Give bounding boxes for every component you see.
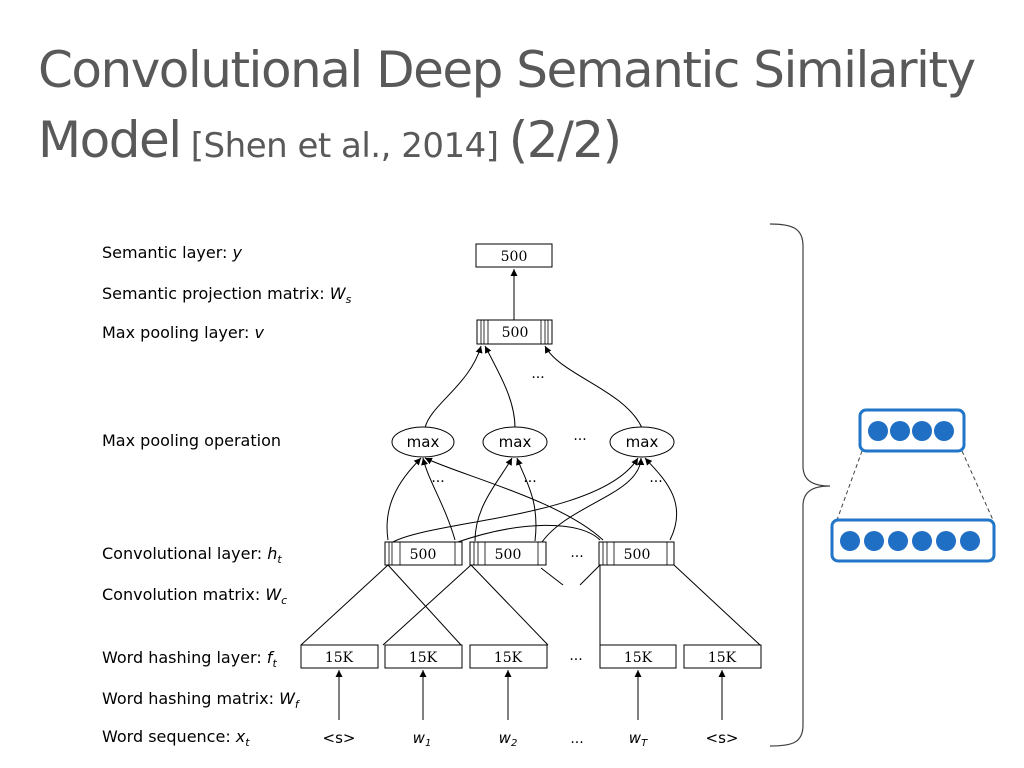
svg-text:15K: 15K [325,650,354,666]
hash-box-3: 15K [469,644,548,669]
page-title: Convolutional Deep Semantic Similarity M… [38,38,976,178]
curly-brace-icon [769,223,831,747]
title-part: (2/2) [508,111,622,169]
title-citation: [Shen et al., 2014] [190,126,499,166]
max-op-3: max [609,426,675,458]
conv-box-2: 500 [469,541,547,566]
hash-box-5: 15K [683,644,762,669]
svg-text:15K: 15K [409,650,438,666]
svg-text:15K: 15K [708,650,737,666]
svg-text:max: max [626,433,659,451]
label-convolutional-layer: Convolutional layer: ht [102,544,282,567]
word-w1: w1 [413,729,432,749]
svg-text:max: max [499,433,532,451]
word-end-token: <s> [706,729,739,747]
conv-box-1: 500 [384,541,463,566]
ellipsis-conv-2: ... [523,470,536,486]
label-word-hashing-matrix: Word hashing matrix: Wf [102,689,299,712]
max-op-1: max [391,426,455,458]
ellipsis-hash-row: ... [569,648,582,664]
word-to-hash-arrows [335,670,726,720]
ellipsis-conv-3: ... [649,470,662,486]
label-word-sequence: Word sequence: xt [102,727,250,750]
svg-text:500: 500 [495,547,522,563]
label-max-pooling-layer: Max pooling layer: v [102,323,264,342]
svg-text:500: 500 [410,547,437,563]
ellipsis-conv-1: ... [431,470,444,486]
svg-text:max: max [407,433,440,451]
ellipsis-max-ops: ... [573,428,586,444]
ellipsis-conv-row: ... [570,545,583,561]
hash-box-1: 15K [300,644,379,669]
svg-text:500: 500 [624,547,651,563]
svg-text:15K: 15K [624,650,653,666]
word-w2: w2 [499,729,518,749]
svg-text:15K: 15K [494,650,523,666]
max-op-2: max [482,426,548,458]
convolution-windows [300,564,761,646]
hash-box-4: 15K [599,644,677,669]
svg-text:500: 500 [502,325,529,341]
max-to-pool-connections [424,345,643,429]
label-max-pooling-operation: Max pooling operation [102,431,281,450]
label-semantic-layer: Semantic layer: y [102,243,242,262]
ellipsis-pool-top: ... [531,366,544,382]
semantic-layer-box: 500 [475,243,553,268]
svg-text:500: 500 [501,249,528,265]
word-start-token: <s> [323,729,356,747]
label-semantic-projection: Semantic projection matrix: Ws [102,284,352,307]
ellipsis-words: ... [570,731,583,747]
network-layer-icon [830,408,996,563]
hash-box-2: 15K [384,644,463,669]
max-pooling-layer-box: 500 [476,319,553,345]
title-model: Model [38,111,182,169]
conv-box-3: 500 [598,541,675,566]
title-line-1: Convolutional Deep Semantic Similarity [38,41,976,99]
label-convolution-matrix: Convolution matrix: Wc [102,585,288,608]
conv-to-max-connections [386,457,678,546]
label-word-hashing-layer: Word hashing layer: ft [102,648,277,671]
word-wT: wT [629,729,648,749]
